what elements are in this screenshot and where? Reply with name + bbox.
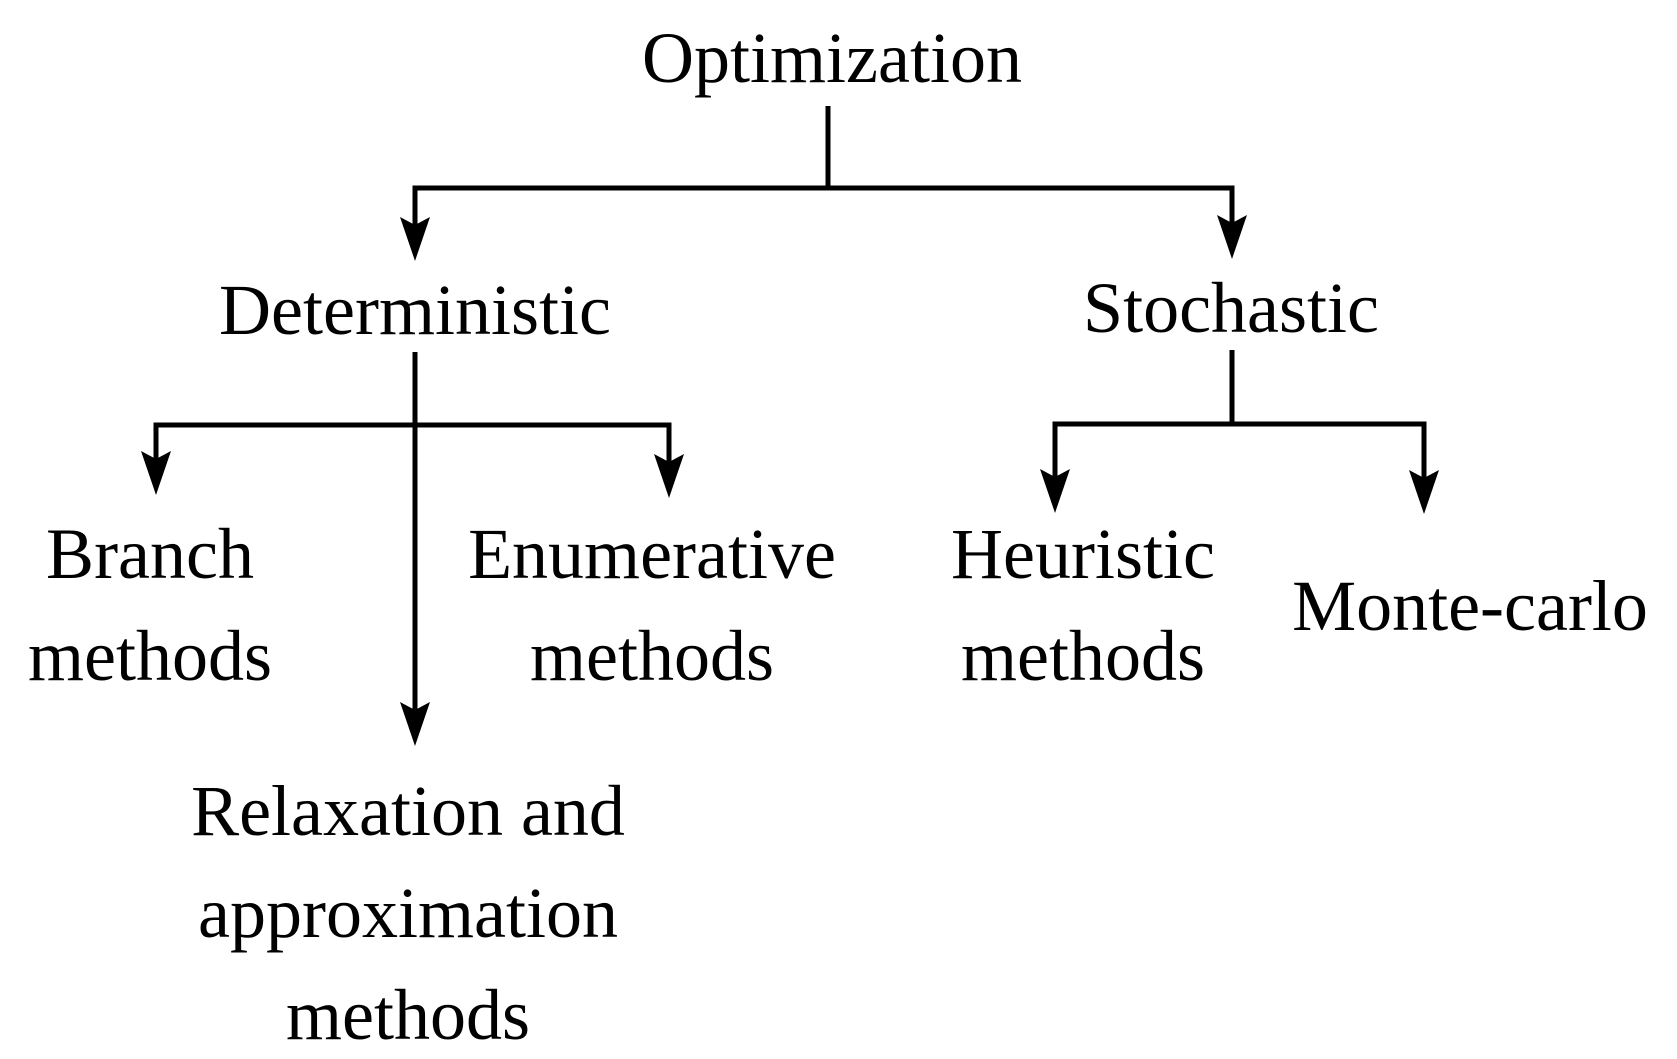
- connector-stochastic-bar: [1052, 421, 1427, 478]
- node-deterministic: Deterministic: [219, 270, 611, 350]
- arrowhead-branch: [141, 451, 171, 495]
- connector-deterministic-bar: [153, 422, 672, 462]
- arrowhead-heuristic: [1040, 469, 1070, 513]
- node-branch-methods-line2: methods: [28, 616, 272, 696]
- arrowhead-deterministic: [400, 217, 430, 261]
- node-heuristic-methods: Heuristic methods: [951, 503, 1215, 707]
- node-enumerative-methods-line2: methods: [530, 616, 774, 696]
- node-relaxation-line2: approximation: [198, 873, 618, 953]
- node-relaxation-approximation-methods: Relaxation and approximation methods: [191, 760, 625, 1059]
- connector-level1-bar: [412, 185, 1235, 226]
- arrowhead-relaxation: [400, 702, 430, 746]
- node-enumerative-methods: Enumerative methods: [468, 503, 836, 707]
- node-stochastic: Stochastic: [1083, 268, 1379, 348]
- arrowhead-enumerative: [654, 454, 684, 498]
- node-enumerative-methods-line1: Enumerative: [468, 514, 836, 594]
- node-monte-carlo: Monte-carlo: [1292, 566, 1648, 646]
- node-optimization: Optimization: [642, 18, 1022, 98]
- node-heuristic-methods-line1: Heuristic: [951, 514, 1215, 594]
- node-branch-methods: Branch methods: [28, 503, 272, 707]
- node-branch-methods-line1: Branch: [46, 514, 254, 594]
- node-heuristic-methods-line2: methods: [961, 616, 1205, 696]
- node-relaxation-line1: Relaxation and: [191, 771, 625, 851]
- arrowhead-stochastic: [1217, 215, 1247, 259]
- node-relaxation-line3: methods: [286, 975, 530, 1055]
- arrowhead-montecarlo: [1409, 470, 1439, 514]
